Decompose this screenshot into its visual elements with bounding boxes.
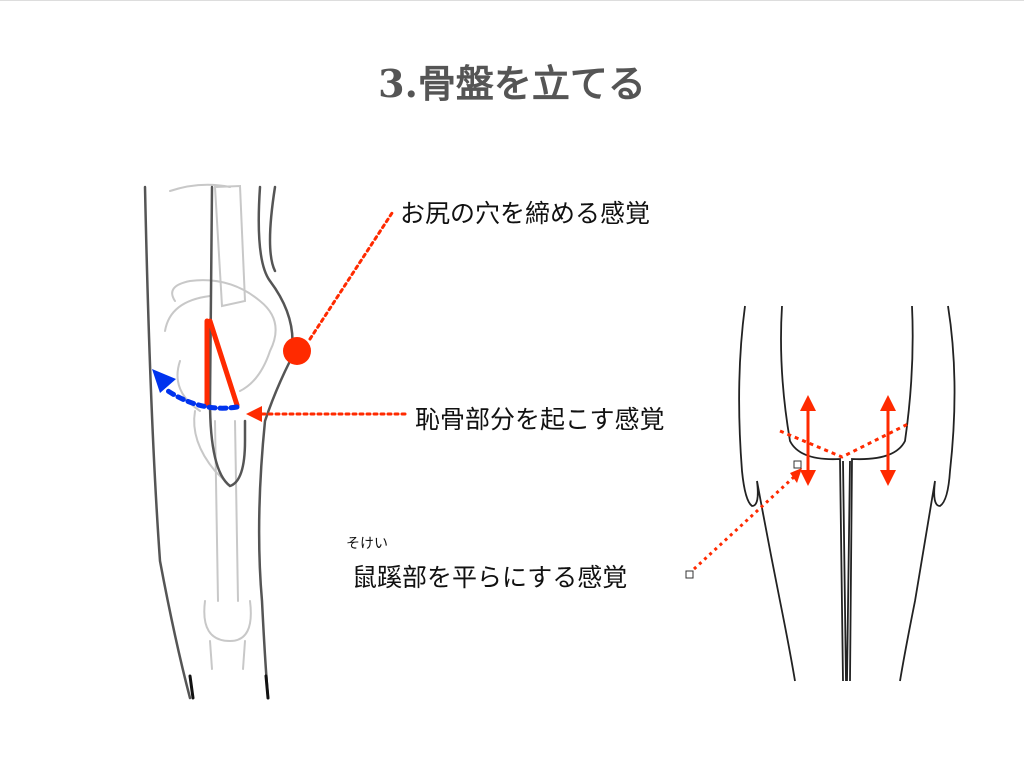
label-groin: 鼠蹊部を平らにする感覚 bbox=[352, 563, 628, 592]
buttock-pointer bbox=[308, 211, 394, 341]
groin-pointer bbox=[692, 474, 797, 571]
pelvis-line-tilt bbox=[207, 318, 240, 408]
pubic-arrowhead bbox=[246, 406, 262, 422]
skeleton-bones bbox=[164, 183, 277, 670]
body-outline bbox=[143, 185, 294, 700]
rotation-arrow bbox=[162, 386, 240, 411]
label-groin-ruby: そけい bbox=[346, 536, 388, 552]
side-view-figure bbox=[143, 183, 407, 700]
groin-markers bbox=[779, 406, 911, 473]
label-buttock: お尻の穴を締める感覚 bbox=[400, 199, 651, 228]
front-view-figure bbox=[738, 305, 956, 682]
arrowheads bbox=[800, 395, 896, 486]
rotation-arrowhead bbox=[152, 369, 176, 393]
buttock-marker bbox=[283, 337, 311, 365]
anchor-box bbox=[793, 460, 802, 469]
groin-pointer-arrowhead bbox=[790, 468, 802, 483]
slide-title: 3.骨盤を立てる bbox=[378, 61, 646, 106]
label-pubic: 恥骨部分を起こす感覚 bbox=[415, 405, 665, 434]
anchor-box bbox=[685, 570, 694, 579]
